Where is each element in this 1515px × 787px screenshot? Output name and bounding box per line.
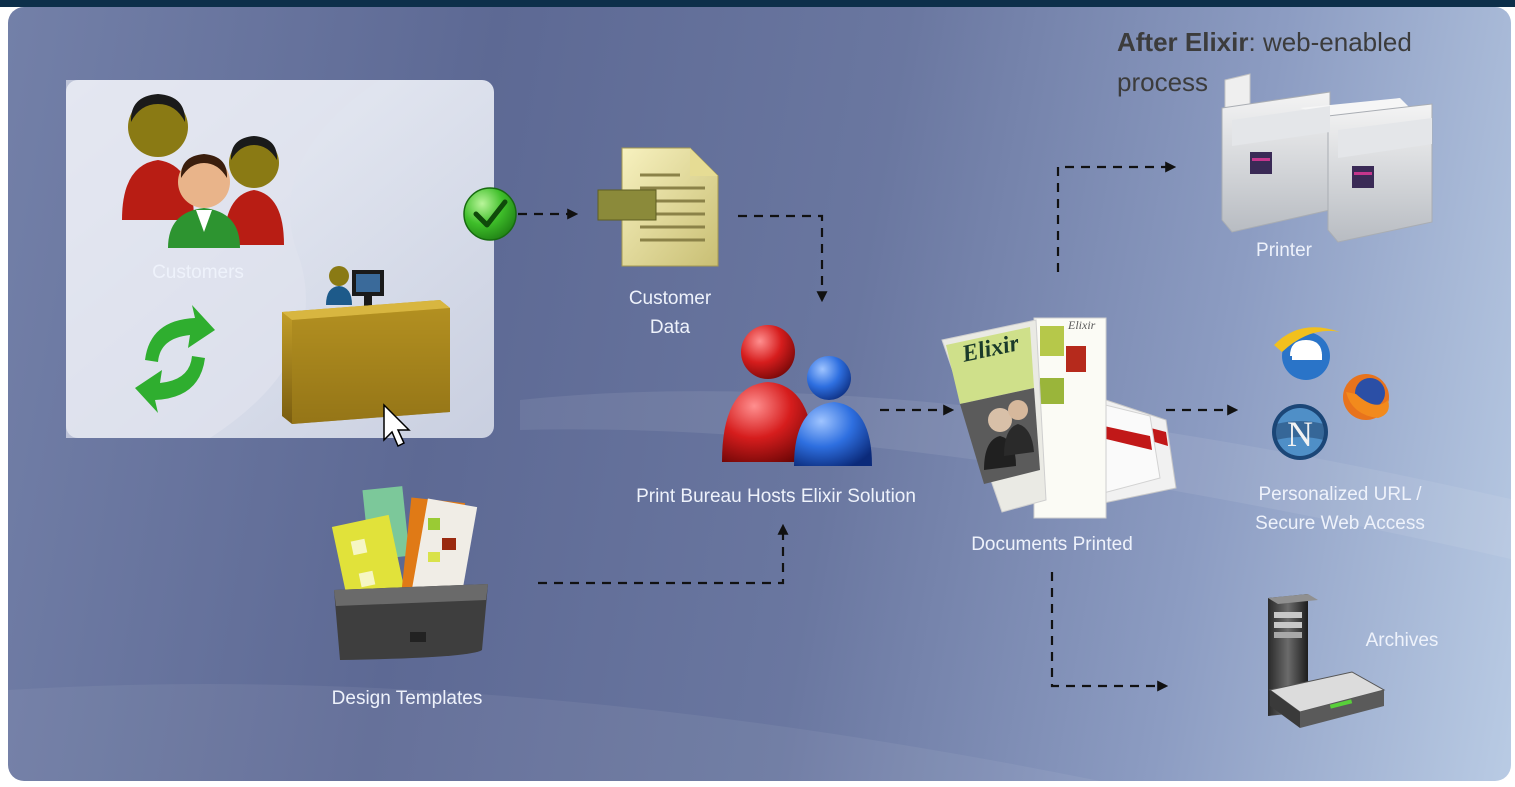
brochure-logo-text-small: Elixir (1068, 318, 1096, 332)
label-design-templates: Design Templates (331, 688, 483, 709)
netscape-letter: N (1287, 414, 1313, 454)
label-printer: Printer (1256, 240, 1312, 261)
label-web-access-line1: Personalized URL / (1258, 484, 1422, 505)
arrow-data-to-bureau (738, 214, 828, 303)
mouse-cursor-icon (383, 403, 411, 448)
arrow-templates-to-bureau (538, 523, 789, 585)
diagram-title-bold: After Elixir (1117, 27, 1249, 57)
diagram-title: After Elixir: web-enabled process (1117, 22, 1477, 102)
archive-server-icon (1268, 594, 1386, 728)
document-icon (597, 147, 719, 267)
arrow-documents-to-archives (1050, 572, 1169, 692)
printer-icon (1221, 73, 1433, 243)
label-customer-data-line2: Data (649, 317, 691, 338)
label-customer-data-line1: Customer (628, 288, 712, 309)
flow-connectors (518, 161, 1239, 692)
label-customers: Customers (152, 262, 244, 283)
label-customer-data: Customer Data (600, 284, 740, 342)
print-bureau-people-icon (722, 325, 872, 466)
arrow-documents-to-printer (1056, 161, 1177, 272)
label-documents-printed: Documents Printed (971, 534, 1133, 555)
background-swoosh-lower (8, 684, 1100, 781)
label-archives: Archives (1365, 630, 1439, 651)
design-templates-icon (331, 486, 488, 660)
browser-logos-icon: N (1272, 327, 1389, 460)
top-border (0, 0, 1515, 7)
refresh-icon (135, 305, 215, 413)
reception-desk-icon (282, 266, 450, 424)
documents-printed-icon (941, 317, 1177, 519)
label-print-bureau: Print Bureau Hosts Elixir Solution (636, 486, 916, 507)
customer-group-icon (122, 94, 284, 248)
label-web-access: Personalized URL / Secure Web Access (1222, 480, 1458, 538)
diagram-title-rest: : web-enabled process (1117, 27, 1412, 97)
check-icon (463, 187, 517, 241)
label-web-access-line2: Secure Web Access (1255, 513, 1425, 534)
